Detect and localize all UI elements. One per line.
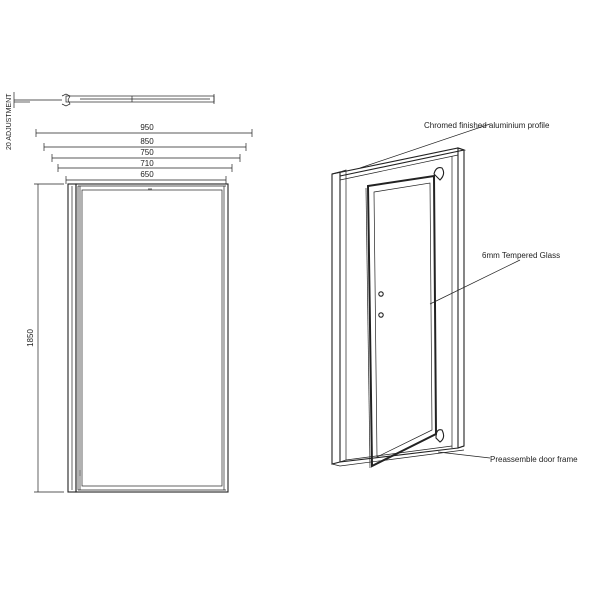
width-710-label: 710 xyxy=(140,159,154,168)
plan-view: 20 ADJUSTMENT xyxy=(6,92,215,150)
callout-glass: 6mm Tempered Glass xyxy=(482,251,560,260)
callout-frame: Preassemble door frame xyxy=(490,455,578,464)
front-elevation xyxy=(67,183,229,493)
adjustment-label: 20 ADJUSTMENT xyxy=(6,93,13,150)
width-750-label: 750 xyxy=(140,148,154,157)
width-dimensions: 950 850 750 710 650 xyxy=(35,123,253,184)
width-850-label: 850 xyxy=(140,137,154,146)
callouts: Chromed finished aluminium profile 6mm T… xyxy=(359,121,578,464)
height-dimension: 1850 xyxy=(26,183,64,493)
callout-profile: Chromed finished aluminium profile xyxy=(424,121,550,130)
width-950-label: 950 xyxy=(140,123,154,132)
width-650-label: 650 xyxy=(140,170,154,179)
isometric-view xyxy=(331,147,467,469)
height-1850-label: 1850 xyxy=(26,329,35,347)
